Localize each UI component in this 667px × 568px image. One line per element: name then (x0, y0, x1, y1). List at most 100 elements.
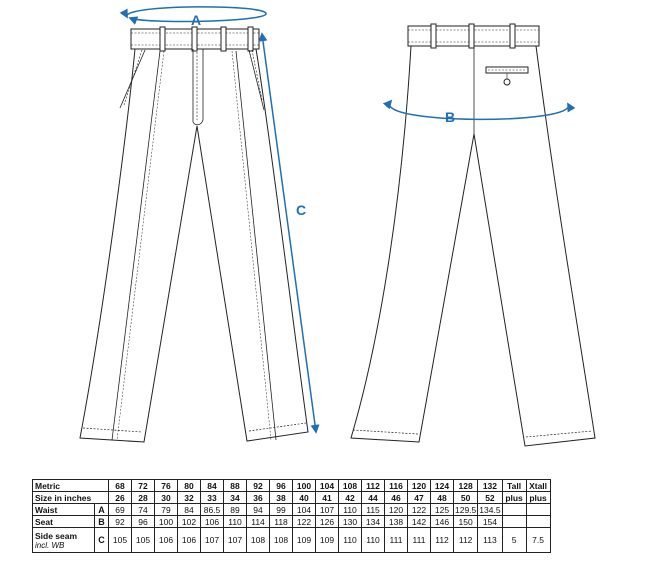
value-cell: 86.5 (200, 503, 224, 516)
metric-cell: 76 (154, 479, 178, 492)
inches-cell: 44 (361, 491, 385, 504)
value-cell: 102 (177, 515, 201, 528)
value-cell: 134.5 (477, 503, 503, 516)
value-cell (501, 515, 527, 528)
metric-cell: 80 (177, 479, 201, 492)
inches-cell: 50 (452, 491, 479, 504)
value-cell (525, 515, 551, 528)
value-cell: 107 (223, 527, 247, 553)
value-cell: 154 (477, 515, 503, 528)
row-sublabel: incl. WB (35, 540, 65, 550)
back-view (350, 23, 596, 447)
row-code: C (94, 527, 109, 553)
value-cell: 130 (338, 515, 362, 528)
value-cell: 113 (477, 527, 503, 553)
inches-cell: 52 (477, 491, 503, 504)
row-code: A (94, 503, 109, 516)
front-view (79, 26, 309, 443)
value-cell (501, 503, 527, 516)
value-cell: 104 (292, 503, 316, 516)
value-cell: 107 (200, 527, 224, 553)
seat-label: B (445, 109, 455, 125)
value-cell: 69 (108, 503, 132, 516)
value-cell: 150 (452, 515, 479, 528)
value-cell: 111 (384, 527, 408, 553)
value-cell: 111 (407, 527, 431, 553)
metric-cell: 120 (407, 479, 431, 492)
inches-cell: 42 (338, 491, 362, 504)
metric-cell: 100 (292, 479, 316, 492)
inches-cell: 38 (269, 491, 293, 504)
inches-cell: 28 (131, 491, 155, 504)
metric-cell: 104 (315, 479, 339, 492)
pocket-button (503, 78, 511, 86)
row-label: Waist (32, 503, 95, 516)
metric-cell: 96 (269, 479, 293, 492)
value-cell: 146 (430, 515, 454, 528)
value-cell: 110 (361, 527, 385, 553)
value-cell: 126 (315, 515, 339, 528)
value-cell: 94 (246, 503, 270, 516)
inches-cell: 32 (177, 491, 201, 504)
inches-cell: 41 (315, 491, 339, 504)
value-cell: 112 (452, 527, 479, 553)
value-cell: 92 (108, 515, 132, 528)
waist-label: A (191, 12, 201, 28)
value-cell: 100 (154, 515, 178, 528)
value-cell: 110 (338, 503, 362, 516)
value-cell: 118 (269, 515, 293, 528)
inches-cell: 33 (200, 491, 224, 504)
inches-cell: plus (525, 491, 551, 504)
value-cell: 5 (501, 527, 527, 553)
value-cell: 112 (430, 527, 454, 553)
value-cell: 129.5 (452, 503, 479, 516)
value-cell: 99 (269, 503, 293, 516)
inches-cell: 26 (108, 491, 132, 504)
metric-cell: 128 (452, 479, 479, 492)
inches-cell: plus (501, 491, 527, 504)
front-legs-outline (79, 48, 309, 443)
value-cell: 106 (200, 515, 224, 528)
value-cell: 105 (131, 527, 155, 553)
inches-cell: 46 (384, 491, 408, 504)
inches-cell: 30 (154, 491, 178, 504)
value-cell: 106 (154, 527, 178, 553)
metric-cell: 72 (131, 479, 155, 492)
metric-cell: 124 (430, 479, 454, 492)
measurement-arrows (119, 6, 576, 434)
value-cell: 108 (246, 527, 270, 553)
side-seam-arrow (258, 32, 320, 434)
value-cell: 142 (407, 515, 431, 528)
value-cell: 114 (246, 515, 270, 528)
side-seam-label: C (296, 202, 306, 218)
inches-cell: 48 (430, 491, 454, 504)
value-cell: 7.5 (525, 527, 551, 553)
inches-cell: 47 (407, 491, 431, 504)
seat-arrow (382, 99, 576, 121)
inches-cell: 34 (223, 491, 247, 504)
value-cell: 89 (223, 503, 247, 516)
value-cell: 84 (177, 503, 201, 516)
metric-cell: 84 (200, 479, 224, 492)
row-label: Seat (32, 515, 95, 528)
row-label: Size in inches (32, 491, 109, 504)
metric-cell: 92 (246, 479, 270, 492)
value-cell: 110 (223, 515, 247, 528)
value-cell: 134 (361, 515, 385, 528)
value-cell: 107 (315, 503, 339, 516)
waist-arrow (119, 6, 267, 25)
metric-cell: Tall (501, 479, 527, 492)
value-cell: 115 (361, 503, 385, 516)
value-cell: 106 (177, 527, 201, 553)
value-cell: 138 (384, 515, 408, 528)
value-cell: 120 (384, 503, 408, 516)
metric-cell: 132 (477, 479, 503, 492)
value-cell: 122 (407, 503, 431, 516)
inches-cell: 36 (246, 491, 270, 504)
metric-cell: 68 (108, 479, 132, 492)
metric-cell: 112 (361, 479, 385, 492)
value-cell: 96 (131, 515, 155, 528)
